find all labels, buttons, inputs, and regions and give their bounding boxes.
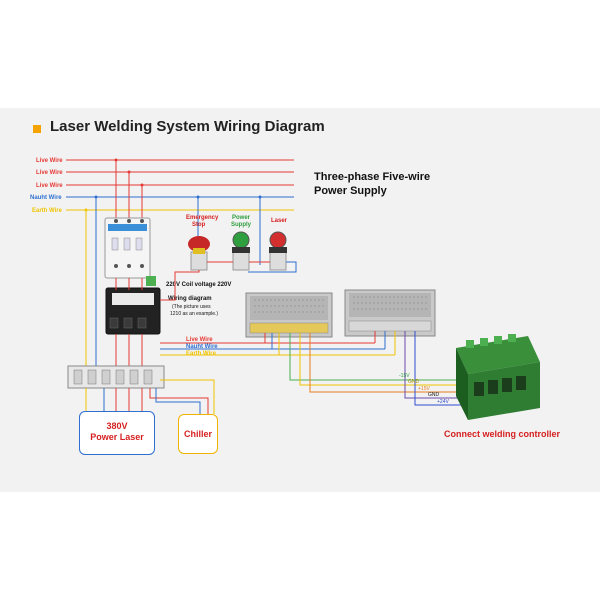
emergency-label-1: Emergency (186, 215, 219, 221)
wire-labels: Live Wire Live Wire Live Wire Nauht Wire… (30, 158, 63, 214)
emergency-stop-button (188, 236, 210, 271)
coil-voltage-text: 220V Coil voltage 220V (166, 282, 231, 288)
laser-button (269, 231, 287, 271)
power-label-2: Supply (231, 222, 252, 228)
diagram-title: Laser Welding System Wiring Diagram (50, 118, 325, 135)
wiring-note-1: (The picture uses (172, 304, 211, 310)
contactor (105, 276, 161, 335)
power-supply-title: Three-phase Five-wire Power Supply (314, 170, 430, 198)
power-label-1: Power (232, 215, 251, 221)
emergency-label-2: Stop (192, 222, 206, 228)
circuit-breaker (104, 217, 151, 279)
power-laser-box: 380V Power Laser (79, 411, 155, 455)
mid-live-wire-label: Live Wire (186, 337, 213, 343)
laser-name: Power Laser (90, 432, 144, 442)
welding-controller-connector (456, 334, 540, 420)
wire-label-live-3: Live Wire (36, 183, 63, 189)
wire-label-live-2: Live Wire (36, 170, 63, 176)
wire-label-earth: Earth Wire (32, 208, 63, 214)
voltage-label-gnd-1: GND (408, 379, 420, 385)
laser-voltage: 380V (106, 421, 128, 431)
wiring-diagram-title: Wiring diagram (168, 296, 212, 302)
terminal-block (67, 365, 165, 389)
voltage-label-pos24: +24V (437, 399, 449, 405)
power-supply-title-line-2: Power Supply (314, 185, 387, 197)
chiller-label: Chiller (183, 429, 212, 439)
voltage-label-neg15: -15V (399, 373, 410, 379)
power-supply-button (232, 231, 250, 271)
controller-label: Connect welding controller (444, 429, 561, 439)
bus-wires (66, 158, 294, 212)
power-supply-unit-2 (344, 289, 436, 337)
power-supply-title-line-1: Three-phase Five-wire (314, 171, 431, 183)
laser-label: Laser (271, 218, 288, 224)
voltage-label-pos15: +15V (418, 386, 430, 392)
chiller-box: Chiller (178, 414, 218, 454)
power-supply-unit-1 (245, 292, 333, 338)
wire-label-live-1: Live Wire (36, 158, 63, 164)
wiring-note-2: 1210 as an example.) (170, 311, 218, 317)
voltage-label-gnd-2: GND (428, 392, 440, 398)
mid-nauht-wire-label: Nauht Wire (186, 344, 218, 350)
mid-earth-wire-label: Earth Wire (186, 351, 217, 357)
title-bullet-icon (33, 125, 41, 133)
wire-label-nauht: Nauht Wire (30, 195, 62, 201)
